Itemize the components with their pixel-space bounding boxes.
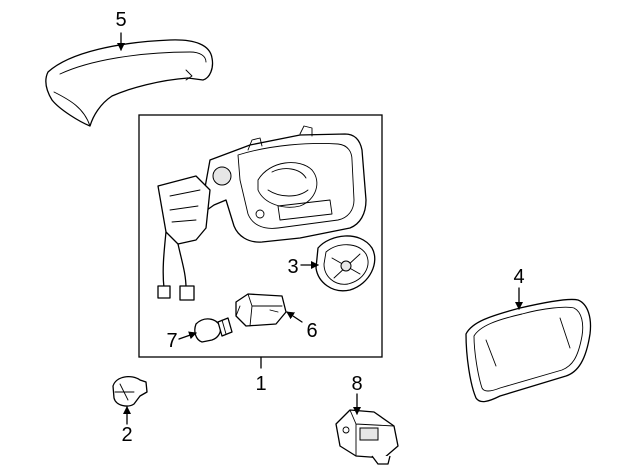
callout-1: 1 — [255, 373, 266, 395]
callout-4: 4 — [513, 266, 524, 288]
mirror-glass-part — [465, 298, 592, 403]
lamp-housing-part — [235, 293, 287, 327]
callout-3: 3 — [287, 256, 298, 278]
mirror-cover-part — [45, 39, 214, 127]
callout-2: 2 — [121, 424, 132, 446]
callout-7-leader — [178, 331, 197, 340]
callout-5: 5 — [115, 9, 126, 31]
callout-7: 7 — [166, 330, 177, 352]
mirror-actuator-part — [315, 235, 376, 292]
wiring-harness — [157, 175, 211, 301]
mirror-housing-part — [199, 125, 367, 243]
callout-6: 6 — [306, 320, 317, 342]
callout-8: 8 — [351, 373, 362, 395]
control-module-part — [335, 409, 399, 465]
screw-part — [112, 375, 148, 407]
callout-6-leader — [286, 311, 303, 323]
bulb-part — [194, 317, 233, 343]
